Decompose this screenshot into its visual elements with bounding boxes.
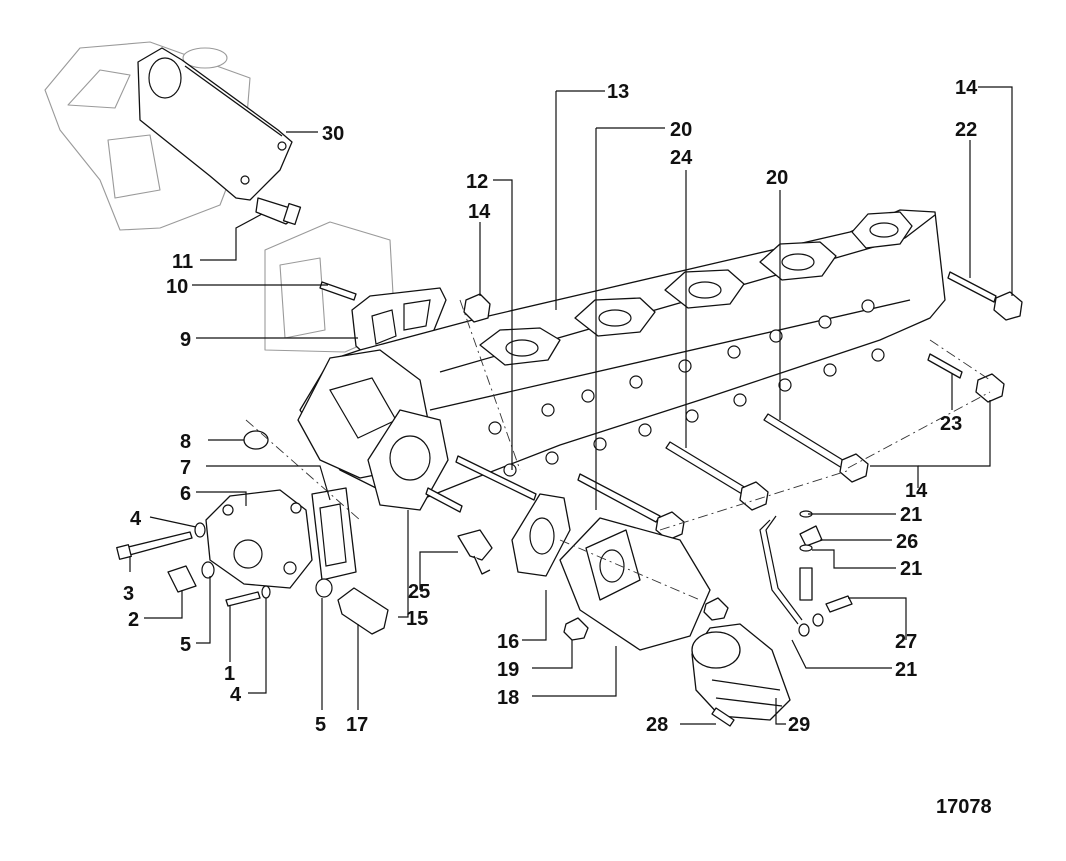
callout-18: 18 [497, 687, 519, 709]
callout-1: 1 [224, 663, 235, 685]
callout-21-middle: 21 [900, 558, 922, 580]
stud-10 [319, 281, 357, 301]
nut-14-left [463, 293, 491, 323]
callout-14-left: 14 [468, 201, 491, 223]
manifold-ports [479, 211, 913, 366]
callout-25: 25 [408, 581, 430, 603]
exhaust-riser-18 [559, 517, 711, 651]
callout-8: 8 [180, 431, 191, 453]
bolt-11 [255, 197, 302, 226]
heat-shield-bracket [137, 47, 293, 201]
washers-21 [798, 510, 824, 637]
callout-2: 2 [128, 609, 139, 631]
callout-4-lower: 4 [230, 684, 242, 706]
callout-21-bottom: 21 [895, 659, 917, 681]
callout-14-top-right: 14 [955, 77, 978, 99]
nut-23-area [975, 373, 1005, 403]
thermostat-housing [205, 489, 313, 589]
stud-23 [927, 353, 963, 379]
callout-3: 3 [123, 583, 134, 605]
stud-22 [947, 271, 997, 303]
bolts-27 [799, 567, 853, 613]
callout-28: 28 [646, 714, 668, 736]
plug-2 [167, 565, 197, 593]
callout-5-left: 5 [180, 634, 191, 656]
gasket-16 [511, 493, 571, 577]
callout-24: 24 [670, 147, 693, 169]
drawing-number: 17078 [936, 796, 992, 818]
o-ring-5-left [201, 561, 215, 579]
outlet-elbow [297, 349, 449, 511]
callout-13: 13 [607, 81, 629, 103]
alignment-lines [245, 299, 991, 601]
callout-19: 19 [497, 659, 519, 681]
callout-30: 30 [322, 123, 344, 145]
callout-22: 22 [955, 119, 977, 141]
screw-28 [711, 707, 735, 727]
leader-lines [129, 86, 1013, 725]
plug-8 [243, 430, 269, 450]
callout-12: 12 [466, 171, 488, 193]
callout-20-left: 20 [670, 119, 692, 141]
pipe-26 [759, 515, 823, 625]
callout-27: 27 [895, 631, 917, 653]
nut-right-of-riser [703, 597, 729, 621]
sealing-ring-5 [315, 578, 333, 598]
temperature-sender-17 [337, 587, 389, 635]
callout-29: 29 [788, 714, 810, 736]
bolt-3 [116, 531, 193, 560]
callout-numbers: 13 20 24 20 14 22 12 14 30 11 10 9 8 7 6… [123, 77, 978, 736]
nut-14-right [993, 291, 1023, 321]
screw-1 [225, 591, 261, 607]
exhaust-manifold [299, 209, 946, 501]
callout-21-top: 21 [900, 504, 922, 526]
callout-14-lower: 14 [905, 480, 928, 502]
nut-19 [563, 617, 589, 641]
callout-9: 9 [180, 329, 191, 351]
bellows-29 [691, 623, 791, 721]
callout-11: 11 [172, 251, 193, 273]
callout-7: 7 [180, 457, 191, 479]
callout-17: 17 [346, 714, 368, 736]
callout-4-upper: 4 [130, 508, 142, 530]
drain-cock-25 [457, 529, 493, 575]
callout-16: 16 [497, 631, 519, 653]
washer-4-lower [261, 585, 271, 599]
gasket-7 [311, 487, 357, 581]
callout-26: 26 [896, 531, 918, 553]
manifold-bolt-holes [488, 299, 885, 477]
callout-23: 23 [940, 413, 962, 435]
callout-10: 10 [166, 276, 188, 298]
callout-20-right: 20 [766, 167, 788, 189]
callout-15: 15 [406, 608, 428, 630]
washer-4-upper [194, 522, 206, 538]
nut-14-lower-row [655, 453, 869, 541]
callout-5-center: 5 [315, 714, 326, 736]
callout-6: 6 [180, 483, 191, 505]
